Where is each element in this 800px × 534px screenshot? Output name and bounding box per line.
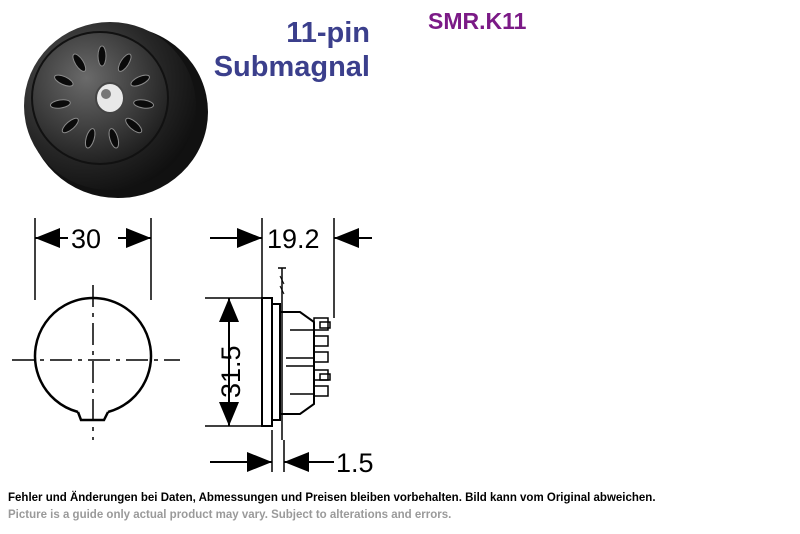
- pin-hole: [130, 74, 150, 87]
- disclaimer-german: Fehler und Änderungen bei Daten, Abmessu…: [8, 492, 656, 504]
- side-view: [205, 218, 372, 472]
- pin-hole: [108, 128, 120, 149]
- product-title-pins: 11-pin: [286, 17, 370, 49]
- disclaimer-english: Picture is a guide only actual product m…: [8, 509, 452, 521]
- pin-holes: [49, 45, 155, 149]
- pin-hole: [61, 117, 79, 134]
- dimension-height: 31.5: [216, 345, 246, 398]
- dimension-side-depth: 19.2: [267, 224, 320, 254]
- product-title-type: Submagnal: [213, 51, 370, 83]
- pin-hole: [133, 99, 155, 109]
- pin-hole: [72, 53, 87, 72]
- pin-hole: [97, 45, 107, 67]
- pin-hole: [117, 53, 132, 72]
- pin-hole: [125, 117, 143, 134]
- solder-tabs: [313, 317, 331, 397]
- part-number: SMR.K11: [428, 8, 527, 34]
- pin-hole: [49, 99, 71, 109]
- front-view: [12, 218, 180, 440]
- pin-hole: [54, 74, 74, 87]
- arrow-left: [35, 228, 60, 248]
- center-hole: [95, 82, 125, 114]
- socket-photo: [24, 22, 208, 198]
- pin-hole: [84, 128, 96, 149]
- dimension-flange: 1.5: [336, 448, 374, 478]
- arrow-right: [126, 228, 151, 248]
- dimension-front-width: 30: [71, 224, 101, 254]
